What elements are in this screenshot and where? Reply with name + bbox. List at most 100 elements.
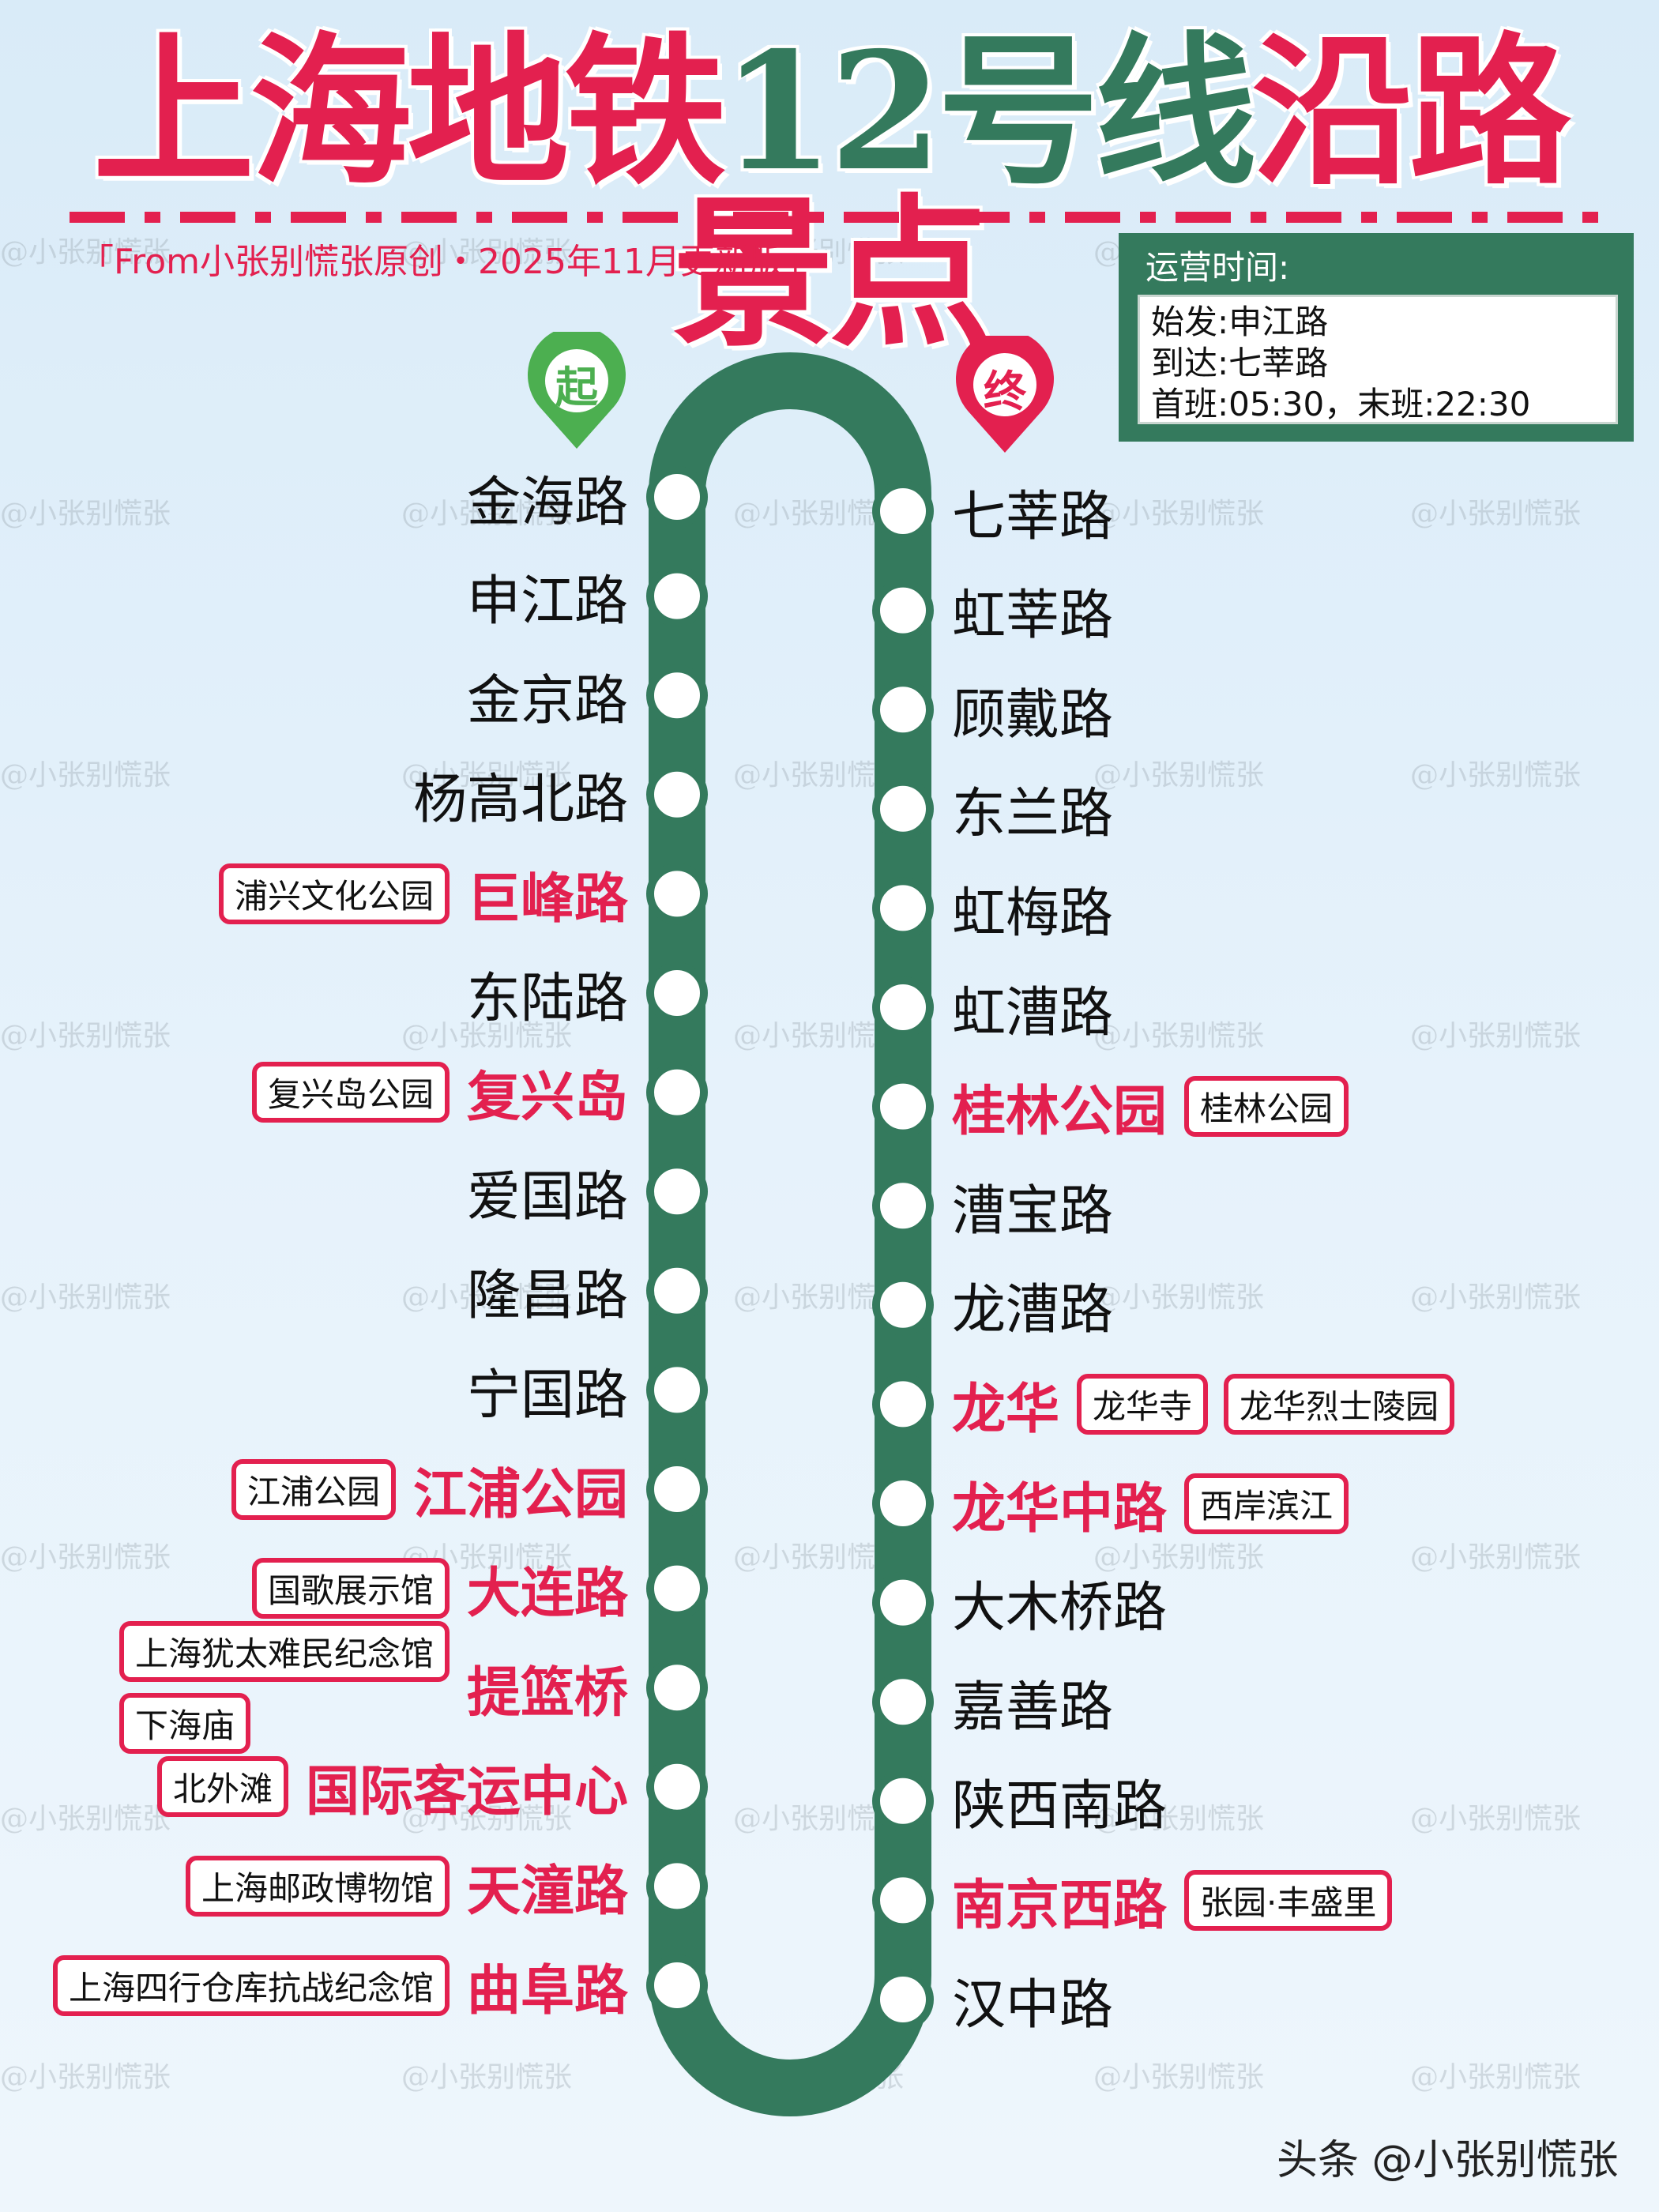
- station-name: 嘉善路: [952, 1676, 1114, 1739]
- attraction-tag: 复兴岛公园: [251, 1062, 450, 1123]
- station-dot: [646, 664, 708, 727]
- station-dot: [646, 1259, 708, 1322]
- attraction-tags: 桂林公园: [1184, 1076, 1349, 1138]
- station-dot: [872, 1273, 934, 1336]
- station-name: 复兴岛: [466, 1066, 628, 1130]
- station-name: 江浦公园: [412, 1463, 628, 1526]
- attraction-tags: 江浦公园: [231, 1458, 396, 1520]
- attraction-tags: 西岸滨江: [1184, 1473, 1349, 1534]
- station-name: 大连路: [466, 1563, 628, 1626]
- station-row: 嘉善路: [952, 1658, 1113, 1745]
- attraction-tag: 桂林公园: [1184, 1076, 1349, 1138]
- operation-heading: 运营时间:: [1146, 248, 1290, 287]
- station-dot: [872, 1373, 934, 1435]
- station-row: 爱国路: [467, 1148, 628, 1235]
- station-row: 金海路: [467, 453, 628, 540]
- attraction-tags: 复兴岛公园: [251, 1062, 450, 1123]
- station-row: 虹漕路: [952, 964, 1113, 1051]
- station-row: 虹梅路: [952, 864, 1113, 951]
- station-row: 漕宝路: [952, 1162, 1113, 1249]
- attraction-tags: 浦兴文化公园: [218, 863, 450, 924]
- operation-hours-box: 运营时间: 始发:申江路 到达:七莘路 首班:05:30，末班:22:30: [1119, 233, 1634, 442]
- operation-details: 始发:申江路 到达:七莘路 首班:05:30，末班:22:30: [1138, 295, 1618, 424]
- last-station: 到达:七莘路: [1151, 344, 1329, 382]
- station-row: 大木桥路: [952, 1559, 1167, 1646]
- attraction-tag: 国歌展示馆: [251, 1558, 450, 1620]
- end-pin-label: 终: [984, 367, 1026, 416]
- first-station: 始发:申江路: [1151, 303, 1329, 341]
- station-dot: [872, 1770, 934, 1832]
- station-dot: [872, 777, 934, 840]
- title-part-1: 上海地铁: [92, 17, 726, 207]
- attraction-tag: 张园·丰盛里: [1184, 1869, 1393, 1931]
- station-row: 隆昌路: [467, 1247, 628, 1334]
- station-dot: [646, 1458, 708, 1520]
- subtitle: 「From小张别慌张原创・2025年11月更新版」: [79, 242, 819, 282]
- attraction-tag: 上海犹太难民纪念馆: [118, 1621, 450, 1683]
- station-name: 金京路: [466, 669, 628, 732]
- station-row: 宁国路: [467, 1346, 628, 1433]
- station-name: 桂林公园: [952, 1081, 1168, 1144]
- attraction-tag: 下海庙: [118, 1693, 250, 1755]
- station-name: 龙华中路: [952, 1477, 1168, 1540]
- station-name: 杨高北路: [412, 769, 628, 832]
- station-row: 龙漕路: [952, 1262, 1113, 1349]
- station-dot: [646, 1755, 708, 1818]
- station-name: 金海路: [466, 471, 628, 534]
- attraction-tag: 龙华寺: [1077, 1373, 1209, 1435]
- station-name: 大木桥路: [952, 1577, 1168, 1640]
- station-name: 曲阜路: [466, 1959, 628, 2022]
- station-row: 金京路: [467, 652, 628, 739]
- station-name: 宁国路: [466, 1364, 628, 1427]
- station-dot: [872, 679, 934, 741]
- attraction-tags: 北外滩: [156, 1756, 288, 1818]
- station-row: 江浦公园江浦公园: [231, 1446, 628, 1533]
- station-row: 申江路: [467, 553, 628, 640]
- station-row: 南京西路张园·丰盛里: [952, 1856, 1393, 1943]
- station-dot: [872, 1075, 934, 1138]
- station-name: 虹莘路: [952, 585, 1114, 648]
- station-name: 国际客运中心: [305, 1761, 628, 1824]
- station-dot: [872, 1571, 934, 1634]
- station-row: 国际客运中心北外滩: [156, 1744, 628, 1830]
- station-name: 顾戴路: [952, 683, 1114, 747]
- station-name: 漕宝路: [952, 1179, 1114, 1243]
- station-row: 东陆路: [467, 950, 628, 1036]
- station-dot: [646, 1061, 708, 1123]
- attraction-tag: 上海四行仓库抗战纪念馆: [52, 1954, 450, 2016]
- station-name: 龙华: [952, 1378, 1060, 1441]
- station-name: 东陆路: [466, 967, 628, 1030]
- attraction-tag: 北外滩: [156, 1756, 288, 1818]
- station-row: 天潼路上海邮政博物馆: [185, 1842, 628, 1929]
- attraction-tags: 龙华寺龙华烈士陵园: [1077, 1373, 1455, 1435]
- station-name: 虹漕路: [952, 981, 1114, 1044]
- station-dot: [872, 976, 934, 1038]
- footer-credit: 头条 @小张别慌张: [1277, 2137, 1619, 2184]
- station-name: 巨峰路: [466, 867, 628, 931]
- station-dot: [872, 1869, 934, 1932]
- station-name: 南京西路: [952, 1874, 1168, 1937]
- station-dot: [872, 480, 934, 542]
- station-dot: [646, 1161, 708, 1223]
- station-row: 龙华中路西岸滨江: [952, 1460, 1349, 1547]
- attraction-tags: 上海犹太难民纪念馆下海庙: [118, 1621, 450, 1755]
- station-dot: [872, 1473, 934, 1534]
- station-dot: [646, 1359, 708, 1421]
- station-dot: [872, 877, 934, 939]
- attraction-tags: 上海四行仓库抗战纪念馆: [52, 1954, 450, 2016]
- station-row: 曲阜路上海四行仓库抗战纪念馆: [52, 1942, 628, 2029]
- station-dot: [872, 579, 934, 641]
- station-row: 巨峰路浦兴文化公园: [218, 850, 628, 937]
- station-row: 龙华龙华寺龙华烈士陵园: [952, 1360, 1455, 1447]
- track-loop: [649, 352, 931, 2116]
- start-pin-label: 起: [555, 363, 598, 412]
- station-dot: [646, 1557, 708, 1620]
- service-times: 首班:05:30，末班:22:30: [1151, 385, 1531, 423]
- station-row: 汉中路: [952, 1956, 1113, 2043]
- start-pin-icon: 起: [525, 325, 628, 450]
- title-part-2: 12号线: [721, 17, 1256, 207]
- attraction-tag: 上海邮政博物馆: [185, 1855, 450, 1917]
- station-row: 顾戴路: [952, 666, 1113, 753]
- station-dot: [646, 962, 708, 1024]
- attraction-tag: 浦兴文化公园: [218, 863, 450, 924]
